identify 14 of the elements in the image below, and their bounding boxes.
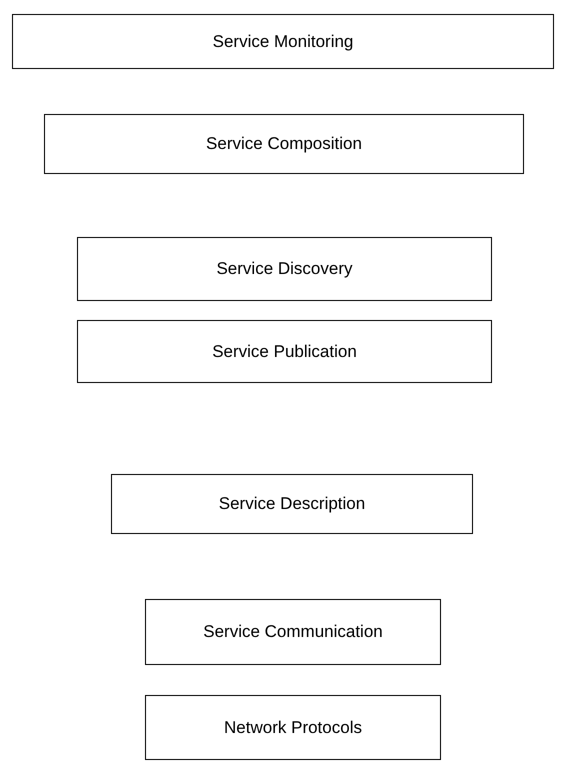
layer-label: Service Monitoring [212,32,354,52]
layer-label: Service Communication [203,622,383,642]
layer-box [145,695,441,760]
layer-box [77,237,492,301]
layer-label: Service Composition [206,134,362,154]
layer-label: Service Description [218,494,366,514]
layer-box [44,114,524,174]
layer-box [111,474,473,534]
layer-box [145,599,441,665]
layer-label: Service Publication [212,342,357,362]
layer-label: Network Protocols [224,718,362,738]
layer-box [77,320,492,383]
layer-label: Service Discovery [216,259,353,279]
layer-box [12,14,554,69]
